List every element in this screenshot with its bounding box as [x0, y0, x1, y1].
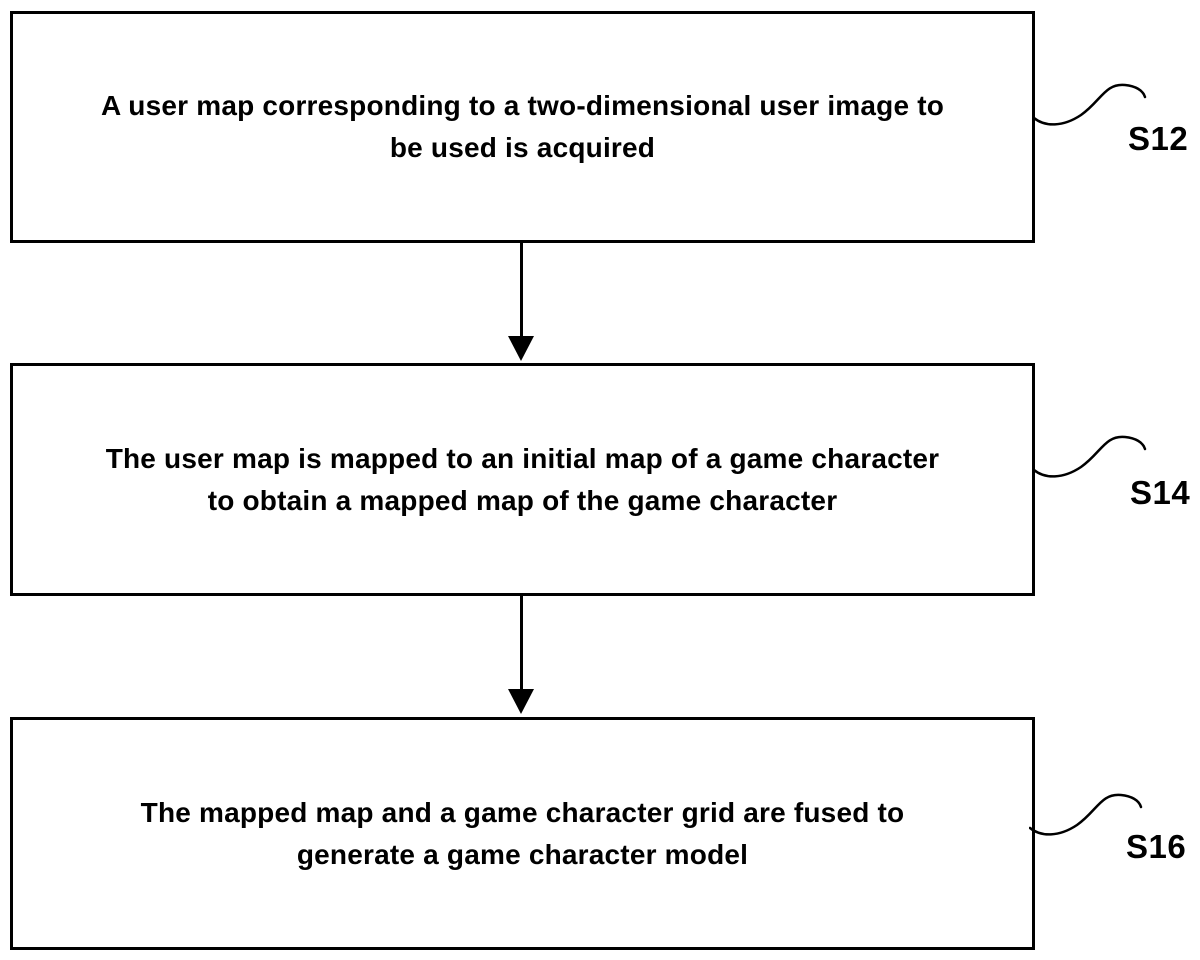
process-box-text-line: A user map corresponding to a two-dimens… — [100, 90, 945, 121]
process-box-text-line: be used is acquired — [389, 132, 656, 163]
process-box-text-line: The mapped map and a game character grid… — [140, 796, 905, 828]
process-box-text-line: generate a game character model — [296, 838, 749, 870]
process-box-step-3: The mapped map and a game character grid… — [10, 717, 1035, 950]
flow-arrow-shaft — [520, 243, 523, 337]
flow-arrow-head-icon — [508, 689, 534, 714]
step-label-s14: S14 — [1130, 474, 1191, 511]
process-box-text-line: The user map is mapped to an initial map… — [105, 442, 940, 474]
connector-squiggle-icon — [1033, 80, 1148, 132]
flow-arrow-head-icon — [508, 336, 534, 361]
process-box-step-2: The user map is mapped to an initial map… — [10, 363, 1035, 596]
connector-squiggle-icon — [1033, 432, 1148, 484]
step-label-s16: S16 — [1126, 828, 1187, 865]
flow-arrow-shaft — [520, 596, 523, 690]
process-box-step-1: A user map corresponding to a two-dimens… — [10, 11, 1035, 243]
step-label-s12: S12 — [1128, 120, 1189, 157]
process-box-text-line: to obtain a mapped map of the game chara… — [207, 484, 838, 516]
connector-squiggle-icon — [1029, 790, 1144, 842]
